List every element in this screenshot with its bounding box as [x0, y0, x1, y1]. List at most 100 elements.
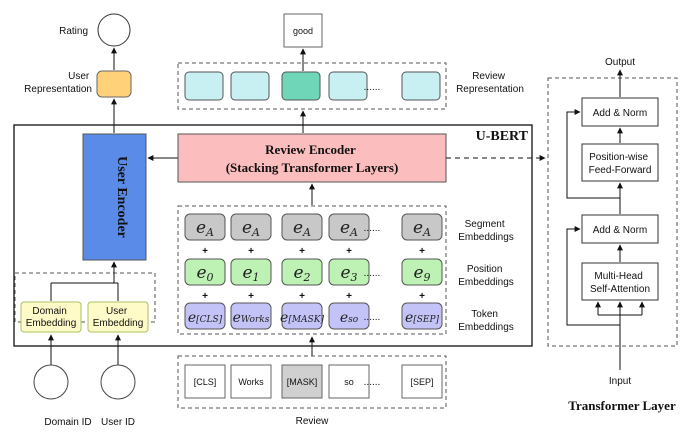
review-representation-cell	[184, 71, 224, 101]
plus-sign: +	[346, 291, 352, 302]
segment-embedding	[401, 213, 443, 241]
review-representation-group	[177, 62, 447, 110]
token-embedding-dots: ......	[364, 312, 381, 323]
token-embedding	[401, 302, 443, 330]
position-embedding	[230, 258, 272, 286]
user-embedding-label: User Embedding	[93, 306, 144, 329]
token-embedding-label: eWorks	[233, 310, 270, 326]
domain-id-label: Domain ID	[44, 417, 91, 428]
feed-forward-box	[581, 143, 659, 182]
add-norm-top-box	[581, 97, 659, 127]
review-word-box	[281, 364, 323, 399]
embedding-block	[177, 205, 447, 335]
residual-attention	[566, 226, 620, 326]
user-id-circle	[100, 364, 136, 400]
position-embedding	[328, 258, 370, 286]
residual-ffn	[566, 109, 620, 199]
token-embedding-label: eso	[340, 310, 359, 326]
user-embedding-box	[87, 301, 149, 333]
segment-embedding-dots: ......	[364, 223, 381, 234]
transformer-input-label: Input	[609, 376, 631, 387]
segment-embedding	[281, 213, 323, 241]
plus-sign: +	[248, 291, 254, 302]
review-word: so	[344, 377, 354, 387]
review-word-box	[401, 364, 443, 399]
user-representation-box	[96, 70, 132, 98]
segment-embedding-label: eA	[413, 218, 431, 239]
review-word: Works	[238, 377, 264, 387]
user-encoder-label: User Encoder	[114, 156, 129, 238]
review-word: [CLS]	[194, 377, 217, 387]
plus-sign: +	[248, 246, 254, 257]
feed-forward-label: Position-wise Feed-Forward	[589, 152, 652, 176]
plus-sign: +	[419, 246, 425, 257]
plus-sign: +	[419, 291, 425, 302]
segment-embedding	[184, 213, 226, 241]
segment-embedding-label: eA	[293, 218, 311, 239]
segment-embedding-label: eA	[242, 218, 260, 239]
transformer-layer-caption: Transformer Layer	[568, 398, 676, 413]
plus-sign: +	[299, 246, 305, 257]
domain-id-circle	[33, 364, 69, 400]
review-label: Review	[296, 416, 330, 427]
review-word: [MASK]	[287, 377, 318, 387]
user-representation-label: User Representation	[24, 71, 92, 95]
review-encoder-box	[177, 133, 447, 183]
review-representation-cell	[328, 71, 368, 101]
review-words-group	[177, 355, 447, 409]
position-embedding-label: e9	[413, 263, 430, 284]
transformer-output-label: Output	[605, 57, 635, 68]
review-word-box	[230, 364, 272, 399]
rating-circle	[97, 13, 131, 47]
segment-embedding-label: eA	[196, 218, 214, 239]
segment-embedding	[230, 213, 272, 241]
plus-sign: +	[202, 291, 208, 302]
user-encoder-box	[82, 133, 147, 261]
embedding-rows: eA eA eA eA eA...... + + + + + e0 e1 e2 e3 e9...... + + +…	[184, 213, 443, 330]
position-embedding-label: e3	[340, 263, 357, 284]
review-representation-row: ......	[184, 71, 441, 101]
position-embedding	[281, 258, 323, 286]
token-embedding	[328, 302, 370, 330]
segment-embedding-label: eA	[340, 218, 358, 239]
position-embedding-label: e0	[196, 263, 213, 284]
add-norm-bottom-box	[581, 214, 659, 244]
position-embedding-label: e2	[293, 263, 310, 284]
embedding-group	[14, 272, 156, 323]
review-representation-cell	[281, 71, 321, 101]
output-token-box	[283, 13, 323, 48]
self-attention-box	[581, 262, 659, 301]
review-encoder-label: Review Encoder (Stacking Transformer Lay…	[226, 142, 399, 175]
review-representation-cell	[230, 71, 270, 101]
plus-sign: +	[202, 246, 208, 257]
add-norm-top-label: Add & Norm	[593, 108, 647, 119]
review-representation-dots: ......	[364, 82, 381, 93]
plus-sign: +	[346, 246, 352, 257]
review-words-row: [CLS] Works [MASK] so [SEP]......	[184, 364, 443, 399]
segment-embeddings-label: Segment Embeddings	[458, 219, 514, 243]
token-embedding	[184, 302, 226, 330]
position-embeddings-label: Position Embeddings	[458, 264, 514, 288]
review-representation-label: Review Representation	[456, 71, 524, 95]
output-token: good	[293, 26, 313, 36]
position-embedding-dots: ......	[364, 268, 381, 279]
u-bert-frame	[13, 124, 533, 347]
token-embedding	[281, 302, 323, 330]
u-bert-title: U-BERT	[476, 129, 529, 144]
plus-sign: +	[299, 291, 305, 302]
review-word: [SEP]	[410, 377, 433, 387]
user-id-label: User ID	[101, 417, 135, 428]
review-words-dots: ......	[364, 377, 381, 388]
position-embedding	[401, 258, 443, 286]
segment-embedding	[328, 213, 370, 241]
rating-label: Rating	[59, 26, 88, 37]
position-embedding-label: e1	[242, 263, 259, 284]
review-representation-cell	[401, 71, 441, 101]
transformer-layer-frame	[547, 77, 678, 347]
review-word-box	[328, 364, 370, 399]
token-embeddings-label: Token Embeddings	[458, 309, 514, 333]
position-embedding	[184, 258, 226, 286]
review-word-box	[184, 364, 226, 399]
token-embedding-label: e[CLS]	[188, 310, 223, 326]
